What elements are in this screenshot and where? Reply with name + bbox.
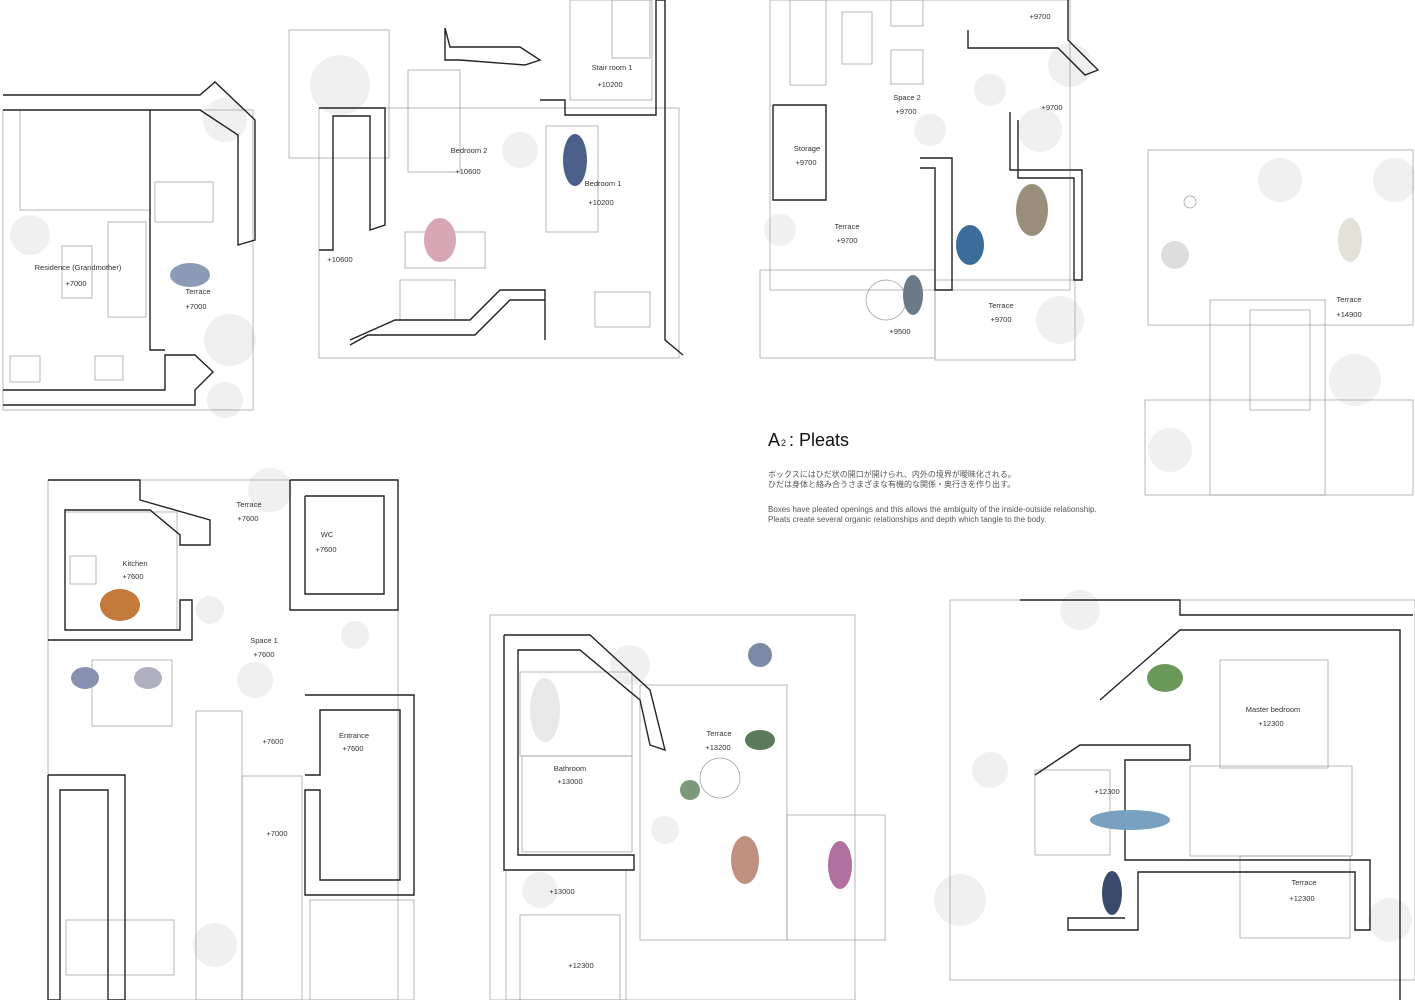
- room-name: Terrace: [1336, 295, 1362, 304]
- room-name: WC: [320, 530, 334, 539]
- room-name: Entrance: [338, 731, 370, 740]
- room-name: Terrace: [706, 729, 732, 738]
- room-level: +10200: [588, 198, 614, 207]
- room-level: +7600: [315, 545, 337, 554]
- room-name: Terrace: [236, 500, 262, 509]
- sheet-title: A2: Pleats: [768, 430, 850, 450]
- room-name: Terrace: [834, 222, 860, 231]
- room-name: Terrace: [185, 287, 211, 296]
- level-mark: +7600: [262, 737, 284, 746]
- description-ja-1: ボックスにはひだ状の開口が開けられ、内外の境界が曖昧化される。: [768, 470, 1016, 479]
- level-mark: +9700: [1029, 12, 1051, 21]
- room-level: +14900: [1336, 310, 1362, 319]
- room-level: +12300: [1289, 894, 1315, 903]
- tree-foliage: [10, 43, 1415, 967]
- description-ja-2: ひだは身体と絡み合うさまざまな有機的な関係・奥行きを作り出す。: [768, 480, 1016, 489]
- description-en-2: Pleats create several organic relationsh…: [768, 515, 1047, 524]
- room-level: +7000: [185, 302, 207, 311]
- room-name: Space 1: [250, 636, 278, 645]
- room-level: +9700: [895, 107, 917, 116]
- room-name: Terrace: [1291, 878, 1317, 887]
- level-mark: +10600: [327, 255, 353, 264]
- room-name: Bedroom 1: [584, 179, 622, 188]
- room-level: +9700: [836, 236, 858, 245]
- walls: [3, 0, 1413, 1000]
- room-name: Terrace: [988, 301, 1014, 310]
- room-level: +12300: [1258, 719, 1284, 728]
- description-en-1: Boxes have pleated openings and this all…: [768, 505, 1097, 514]
- level-mark: +12300: [1094, 787, 1120, 796]
- room-name: Stair room 1: [591, 63, 633, 72]
- room-name: Master bedroom: [1245, 705, 1301, 714]
- room-level: +10200: [597, 80, 623, 89]
- room-name: Residence (Grandmother): [34, 263, 122, 272]
- room-name: Kitchen: [122, 559, 148, 568]
- room-level: +13200: [705, 743, 731, 752]
- room-level: +10600: [455, 167, 481, 176]
- room-name: Space 2: [893, 93, 921, 102]
- room-level: +9700: [795, 158, 817, 167]
- room-level: +9700: [990, 315, 1012, 324]
- room-level: +7600: [342, 744, 364, 753]
- room-name: Bathroom: [553, 764, 587, 773]
- room-level: +7600: [253, 650, 275, 659]
- level-mark: +12300: [568, 961, 594, 970]
- level-mark: +9500: [889, 327, 911, 336]
- room-name: Bedroom 2: [450, 146, 488, 155]
- room-level: +7600: [122, 572, 144, 581]
- level-mark: +13000: [549, 887, 575, 896]
- level-mark: +7000: [266, 829, 288, 838]
- room-level: +7000: [65, 279, 87, 288]
- people: [71, 134, 1362, 915]
- room-name: Storage: [793, 144, 821, 153]
- room-level: +13000: [557, 777, 583, 786]
- room-level: +7600: [237, 514, 259, 523]
- level-mark: +9700: [1041, 103, 1063, 112]
